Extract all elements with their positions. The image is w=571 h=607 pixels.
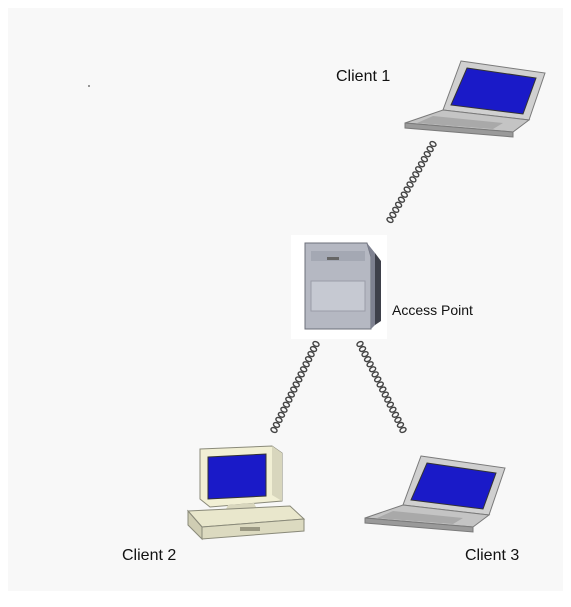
client-1-label: Client 1 [336,68,391,85]
wireless-link-loop [423,150,431,158]
wireless-link-loop [368,366,377,373]
wireless-link-loop [285,396,293,403]
laptop-icon [363,453,506,533]
wireless-link-loop [358,345,367,353]
wireless-link-loop [294,376,303,383]
wireless-link-loop [366,361,374,368]
wireless-link-loop [409,176,417,183]
client-3-label: Client 3 [465,547,520,564]
wireless-link-loop [290,386,298,393]
laptop-icon [403,58,546,138]
wireless-link-loop [275,416,283,424]
network-diagram: Client 1 Access Point [8,8,563,591]
wireless-link-loop [297,371,305,378]
wireless-link-loop [312,340,320,348]
wireless-link-loop [420,156,429,163]
wireless-link-loop [292,381,300,388]
wireless-link-loop [389,406,397,413]
wireless-link-loop [397,196,406,203]
wireless-link-loop [417,161,426,168]
wireless-link-loop [304,356,313,363]
wireless-link-loop [406,181,414,188]
wireless-link-loop [396,421,405,429]
wireless-links [270,140,437,434]
wireless-link-loop [426,145,434,153]
wireless-link-loop [270,426,278,434]
wireless-link-loop [376,381,384,388]
wireless-link-loop [389,211,397,219]
wireless-link-loop [384,396,392,403]
wireless-link-loop [386,401,395,408]
client-2-label: Client 2 [122,547,177,564]
wireless-link-loop [386,216,394,224]
wireless-link-loop [394,201,403,208]
wireless-link-loop [371,371,379,378]
wireless-link-loop [302,361,310,368]
wireless-link-loop [272,421,281,429]
wireless-link-loop [356,340,364,348]
desktop-computer-icon [180,441,306,541]
wireless-link-loop [412,171,420,178]
wireless-link-loop [309,345,318,353]
wireless-link-loop [399,426,407,434]
wireless-link-loop [379,386,387,393]
stray-dot [88,85,90,87]
wireless-link-loop [299,366,308,373]
wireless-link-loop [282,401,291,408]
wireless-link-loop [361,350,369,358]
wireless-link-loop [392,206,400,214]
wireless-link-loop [280,406,288,413]
wireless-link-loop [363,356,372,363]
access-point-label: Access Point [392,302,473,318]
wireless-link-loop [307,350,315,358]
wireless-link-loop [391,411,400,418]
wireless-link-loop [429,140,437,148]
wireless-link-loop [373,376,382,383]
wireless-link-loop [400,191,409,198]
wireless-link-loop [403,186,411,193]
wireless-link-loop [287,391,296,398]
access-point-icon [291,235,387,339]
wireless-link-loop [277,411,286,418]
wireless-link-loop [394,416,402,424]
wireless-link-loop [414,166,423,173]
wireless-link-loop [381,391,390,398]
